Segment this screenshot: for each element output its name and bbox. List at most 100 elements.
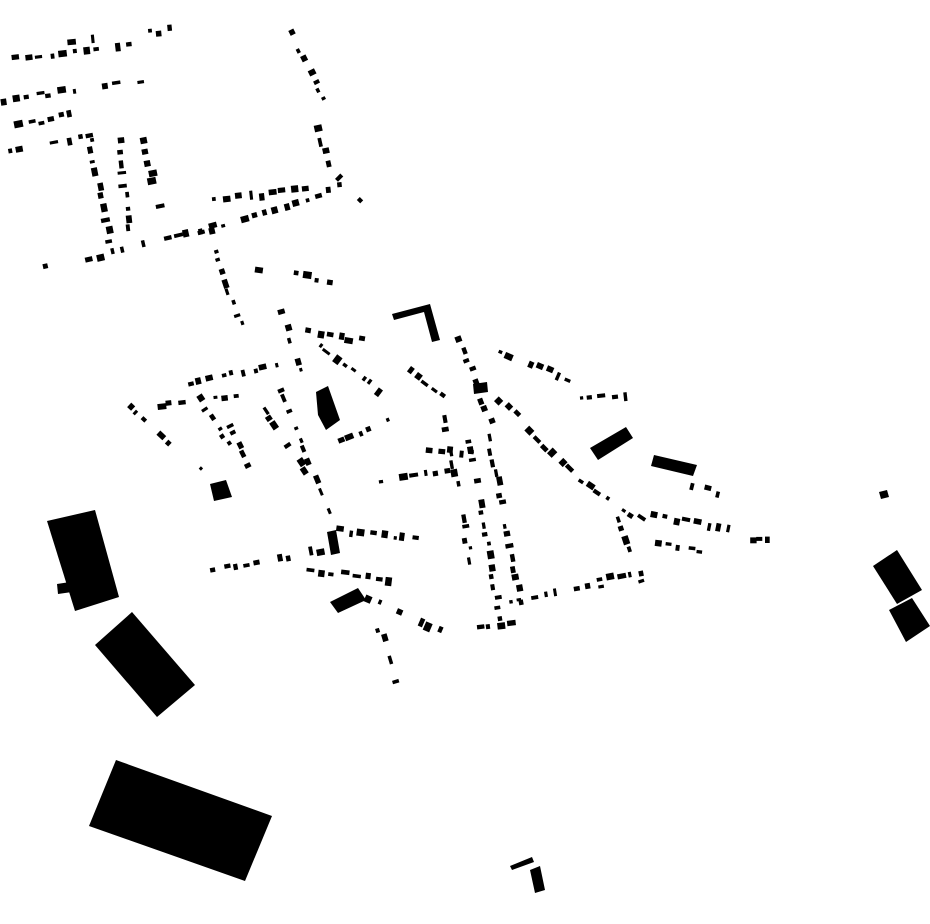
building-227 bbox=[465, 439, 472, 444]
building-94 bbox=[336, 182, 342, 188]
building-296 bbox=[605, 572, 615, 581]
building-288 bbox=[516, 597, 522, 602]
building-51 bbox=[118, 183, 127, 189]
building-276 bbox=[513, 409, 522, 418]
building-235 bbox=[486, 541, 492, 546]
building-factory-south bbox=[89, 760, 272, 881]
building-151 bbox=[217, 426, 223, 432]
building-10 bbox=[0, 98, 7, 106]
building-181 bbox=[209, 567, 216, 573]
building-243 bbox=[487, 433, 493, 442]
building-106 bbox=[314, 277, 319, 283]
building-212 bbox=[375, 627, 381, 634]
building-62 bbox=[42, 263, 49, 270]
building-east-1 bbox=[873, 550, 922, 604]
building-69 bbox=[173, 232, 184, 239]
building-8 bbox=[114, 42, 121, 52]
building-279 bbox=[539, 443, 549, 453]
building-south-farm-2 bbox=[530, 866, 545, 893]
building-291 bbox=[552, 588, 558, 597]
building-101 bbox=[233, 313, 241, 319]
building-194 bbox=[381, 530, 389, 539]
building-198 bbox=[306, 567, 315, 573]
building-center-2 bbox=[327, 530, 340, 555]
building-128 bbox=[194, 377, 202, 385]
building-20 bbox=[7, 148, 13, 154]
building-123 bbox=[350, 366, 357, 373]
building-58 bbox=[143, 159, 151, 168]
building-124 bbox=[361, 375, 368, 382]
building-238 bbox=[488, 573, 494, 580]
building-162 bbox=[285, 408, 293, 414]
building-267 bbox=[498, 349, 503, 355]
building-175 bbox=[378, 479, 384, 484]
building-86 bbox=[234, 192, 242, 199]
building-88 bbox=[258, 193, 265, 201]
building-85 bbox=[222, 195, 231, 203]
building-255 bbox=[511, 573, 520, 581]
building-87 bbox=[249, 190, 254, 200]
building-316 bbox=[693, 517, 702, 526]
building-34 bbox=[147, 28, 153, 33]
building-305 bbox=[626, 511, 634, 520]
building-83 bbox=[314, 192, 323, 200]
building-244 bbox=[487, 448, 493, 457]
building-264 bbox=[477, 397, 485, 406]
building-23 bbox=[66, 137, 73, 146]
building-358 bbox=[765, 536, 770, 543]
building-121 bbox=[332, 354, 343, 366]
building-231 bbox=[478, 498, 486, 509]
building-306 bbox=[636, 513, 647, 522]
building-79 bbox=[270, 206, 279, 215]
building-103 bbox=[254, 266, 264, 274]
building-164 bbox=[298, 437, 304, 444]
building-135 bbox=[274, 362, 279, 368]
building-70 bbox=[181, 229, 190, 238]
building-132 bbox=[240, 369, 246, 377]
building-329 bbox=[586, 395, 593, 400]
building-41 bbox=[97, 182, 105, 192]
building-180 bbox=[444, 467, 451, 474]
building-143 bbox=[165, 400, 172, 406]
building-318 bbox=[715, 522, 722, 532]
building-349 bbox=[334, 173, 344, 182]
building-190 bbox=[335, 525, 345, 532]
building-2 bbox=[34, 54, 43, 59]
building-320 bbox=[654, 539, 663, 547]
building-222 bbox=[461, 514, 467, 524]
building-hall-southwest bbox=[95, 612, 195, 717]
building-317 bbox=[706, 522, 712, 532]
building-199 bbox=[317, 569, 325, 578]
building-341 bbox=[307, 68, 317, 77]
building-361 bbox=[236, 441, 245, 450]
building-south-farm bbox=[510, 857, 534, 870]
building-104 bbox=[293, 270, 299, 276]
building-300 bbox=[577, 478, 585, 485]
building-119 bbox=[318, 343, 324, 349]
building-282 bbox=[564, 463, 575, 473]
building-160 bbox=[277, 387, 285, 394]
building-37 bbox=[89, 137, 95, 143]
building-52 bbox=[125, 191, 130, 198]
building-351 bbox=[425, 447, 433, 454]
building-49 bbox=[118, 160, 124, 169]
building-144 bbox=[178, 399, 186, 406]
building-east-small bbox=[879, 490, 889, 499]
building-355 bbox=[468, 449, 474, 455]
building-336 bbox=[430, 386, 438, 394]
building-138 bbox=[140, 416, 148, 423]
building-360 bbox=[229, 429, 237, 436]
building-152 bbox=[218, 433, 226, 440]
building-250 bbox=[502, 523, 507, 529]
building-192 bbox=[356, 528, 365, 537]
building-290 bbox=[543, 591, 549, 598]
building-127 bbox=[187, 381, 195, 387]
building-35 bbox=[155, 30, 162, 37]
building-319 bbox=[725, 524, 731, 533]
building-265 bbox=[480, 404, 488, 413]
building-214 bbox=[387, 655, 394, 665]
building-15 bbox=[56, 86, 67, 94]
building-246 bbox=[493, 469, 499, 478]
building-89 bbox=[268, 188, 277, 196]
